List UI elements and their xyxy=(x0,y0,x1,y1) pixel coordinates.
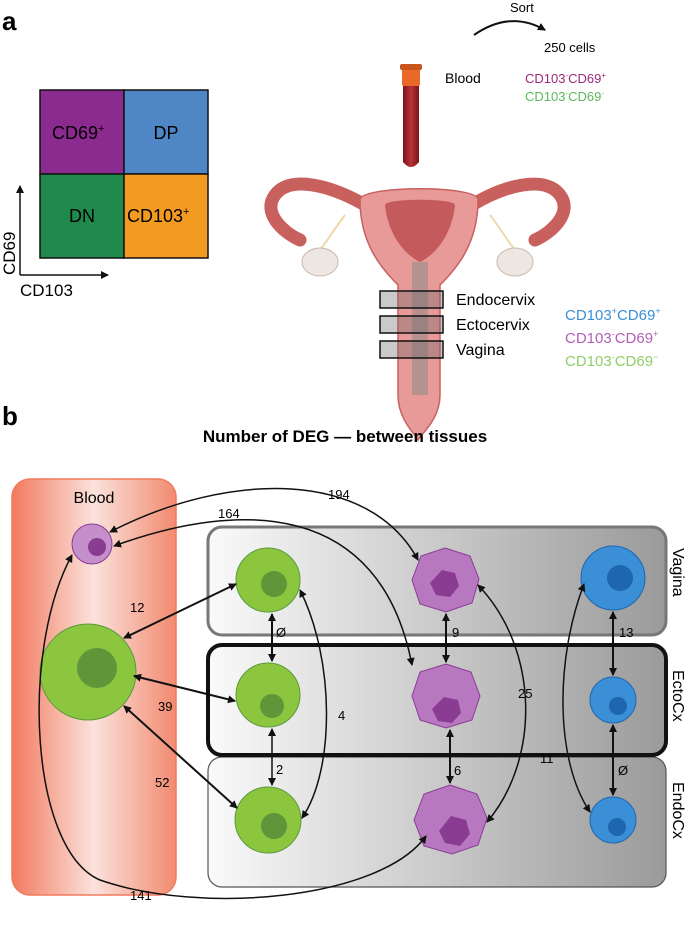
blood-dn-cell xyxy=(39,623,137,721)
endocx-cd69-cell xyxy=(413,784,488,855)
quadrant-cd69-label: CD69+ xyxy=(52,123,104,143)
arrow-4 xyxy=(299,589,328,819)
quadrant-cd69 xyxy=(39,89,125,175)
gating-quadrant-plot: CD69+ DP DN CD103+ CD69 CD103 xyxy=(0,89,209,300)
sort-label: Sort xyxy=(510,0,534,15)
deg-4: 4 xyxy=(338,708,345,723)
female-reproductive-tract-illustration xyxy=(264,177,571,443)
ectocx-dn-cell xyxy=(235,662,301,728)
endocx-dp-cell xyxy=(589,796,637,844)
panel-b-title: Number of DEG — between tissues xyxy=(203,427,487,446)
arrow-39 xyxy=(133,673,236,704)
blood-pop-cd69-minus: CD103-CD69- xyxy=(525,89,604,104)
deg-9: 9 xyxy=(452,625,459,640)
comparison-arrows xyxy=(38,487,617,900)
vagina-cd69-cell xyxy=(411,547,480,613)
vagina-label: Vagina xyxy=(456,342,505,359)
deg-52: 52 xyxy=(155,775,169,790)
deg-194: 194 xyxy=(328,487,350,502)
endocervix-box xyxy=(379,290,444,309)
deg-2: 2 xyxy=(276,762,283,777)
arrow-25 xyxy=(477,584,527,823)
quadrant-dn-label: DN xyxy=(69,206,95,226)
deg-dn-vag-ecto: Ø xyxy=(276,625,286,640)
quadrant-dp-label: DP xyxy=(153,123,178,143)
deg-11: 11 xyxy=(540,751,554,766)
arrow-194 xyxy=(109,487,419,561)
endocx-dn-cell xyxy=(234,786,302,854)
sort-cells-count: 250 cells xyxy=(544,40,596,55)
y-axis-label: CD69 xyxy=(0,232,19,275)
vagina-box xyxy=(379,340,444,359)
quadrant-cd103 xyxy=(123,173,209,259)
arrow-52 xyxy=(123,705,238,809)
vagina-dn-cell xyxy=(235,547,301,613)
arrow-12 xyxy=(123,583,237,639)
panel-a-label: a xyxy=(2,6,17,36)
tissue-pop-dn: CD103-CD69− xyxy=(565,352,658,370)
deg-6: 6 xyxy=(454,763,461,778)
quadrant-dp xyxy=(123,89,209,175)
blood-cd69-cell xyxy=(71,523,113,565)
endocx-row-label: EndoCx xyxy=(669,782,685,839)
ectocervix-box xyxy=(379,315,444,334)
deg-39: 39 xyxy=(158,699,172,714)
blood-label: Blood xyxy=(445,70,481,86)
ectocx-row-label: EctoCx xyxy=(669,670,685,722)
deg-counts: 194 164 12 39 52 141 Ø 2 4 9 6 25 13 11 … xyxy=(130,487,633,903)
deg-12: 12 xyxy=(130,600,144,615)
endocervix-label: Endocervix xyxy=(456,292,535,309)
deg-25: 25 xyxy=(518,686,532,701)
vagina-row-label: Vagina xyxy=(669,548,685,597)
tissue-pop-dp: CD103+CD69+ xyxy=(565,306,661,324)
deg-dp-ecto-endo: Ø xyxy=(618,763,628,778)
ectocx-dp-cell xyxy=(589,676,637,724)
quadrant-cd103-label: CD103+ xyxy=(127,206,189,226)
arrow-11 xyxy=(562,583,591,813)
ectocx-cd69-cell xyxy=(411,663,481,729)
blood-tube-icon xyxy=(400,64,422,167)
blood-pop-cd69-plus: CD103-CD69+ xyxy=(525,71,606,86)
quadrant-dn xyxy=(39,173,125,259)
panel-b-label: b xyxy=(2,401,18,431)
deg-164: 164 xyxy=(218,506,240,521)
x-axis-label: CD103 xyxy=(20,281,73,300)
sort-arrow xyxy=(473,20,546,36)
arrow-141 xyxy=(38,554,427,900)
vagina-dp-cell xyxy=(580,545,646,611)
deg-13: 13 xyxy=(619,625,633,640)
deg-141: 141 xyxy=(130,888,152,903)
blood-compartment-label: Blood xyxy=(74,490,115,507)
tissue-pop-cd69: CD103-CD69+ xyxy=(565,329,658,347)
ectocervix-label: Ectocervix xyxy=(456,317,530,334)
